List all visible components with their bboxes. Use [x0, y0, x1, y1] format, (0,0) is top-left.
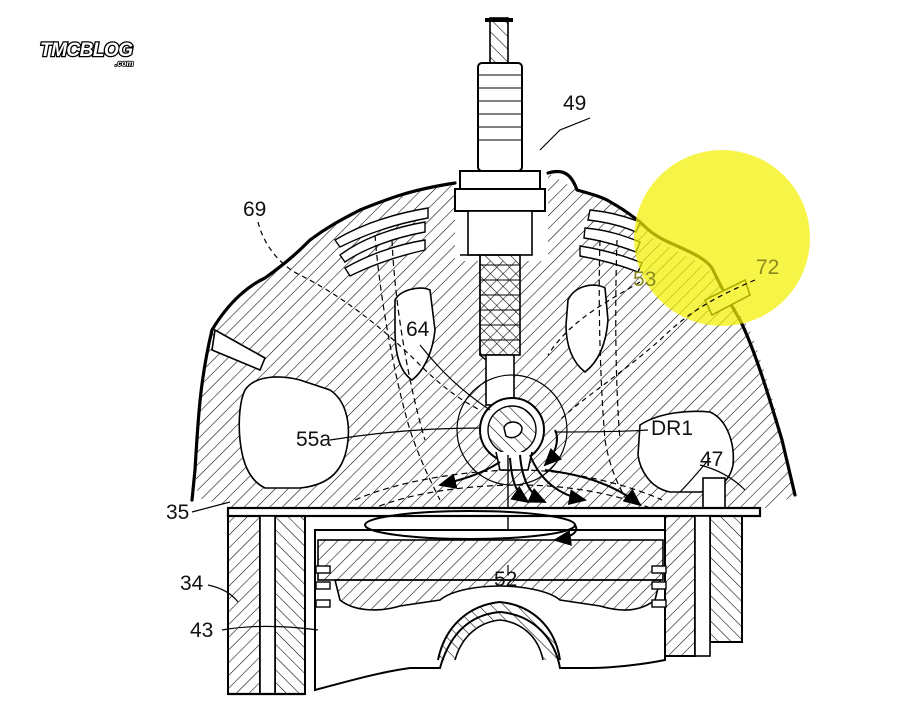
label-55a: 55a [296, 428, 331, 451]
label-43: 43 [190, 619, 213, 642]
label-34: 34 [180, 572, 204, 595]
label-53: 53 [633, 268, 656, 291]
sub-chamber [456, 374, 568, 486]
label-52: 52 [494, 568, 517, 591]
cylinder-block [227, 515, 743, 696]
label-72: 72 [756, 256, 779, 279]
label-64: 64 [406, 318, 430, 341]
spark-plug [454, 17, 546, 406]
label-DR1: DR1 [651, 417, 693, 440]
piston [314, 510, 667, 692]
leader-lines [191, 117, 756, 631]
tmcblog-logo: TMCBLOG .com [39, 39, 135, 69]
logo-sub-text: .com [115, 59, 134, 68]
valve-passages [374, 234, 631, 506]
label-35: 35 [166, 501, 189, 524]
highlight-circle [634, 150, 810, 326]
logo-main-text: TMCBLOG [40, 40, 133, 61]
label-49: 49 [563, 92, 586, 115]
label-47: 47 [700, 448, 723, 471]
reference-labels: 49 69 53 72 64 55a DR1 47 35 52 34 43 [166, 92, 779, 642]
label-69: 69 [243, 198, 266, 221]
